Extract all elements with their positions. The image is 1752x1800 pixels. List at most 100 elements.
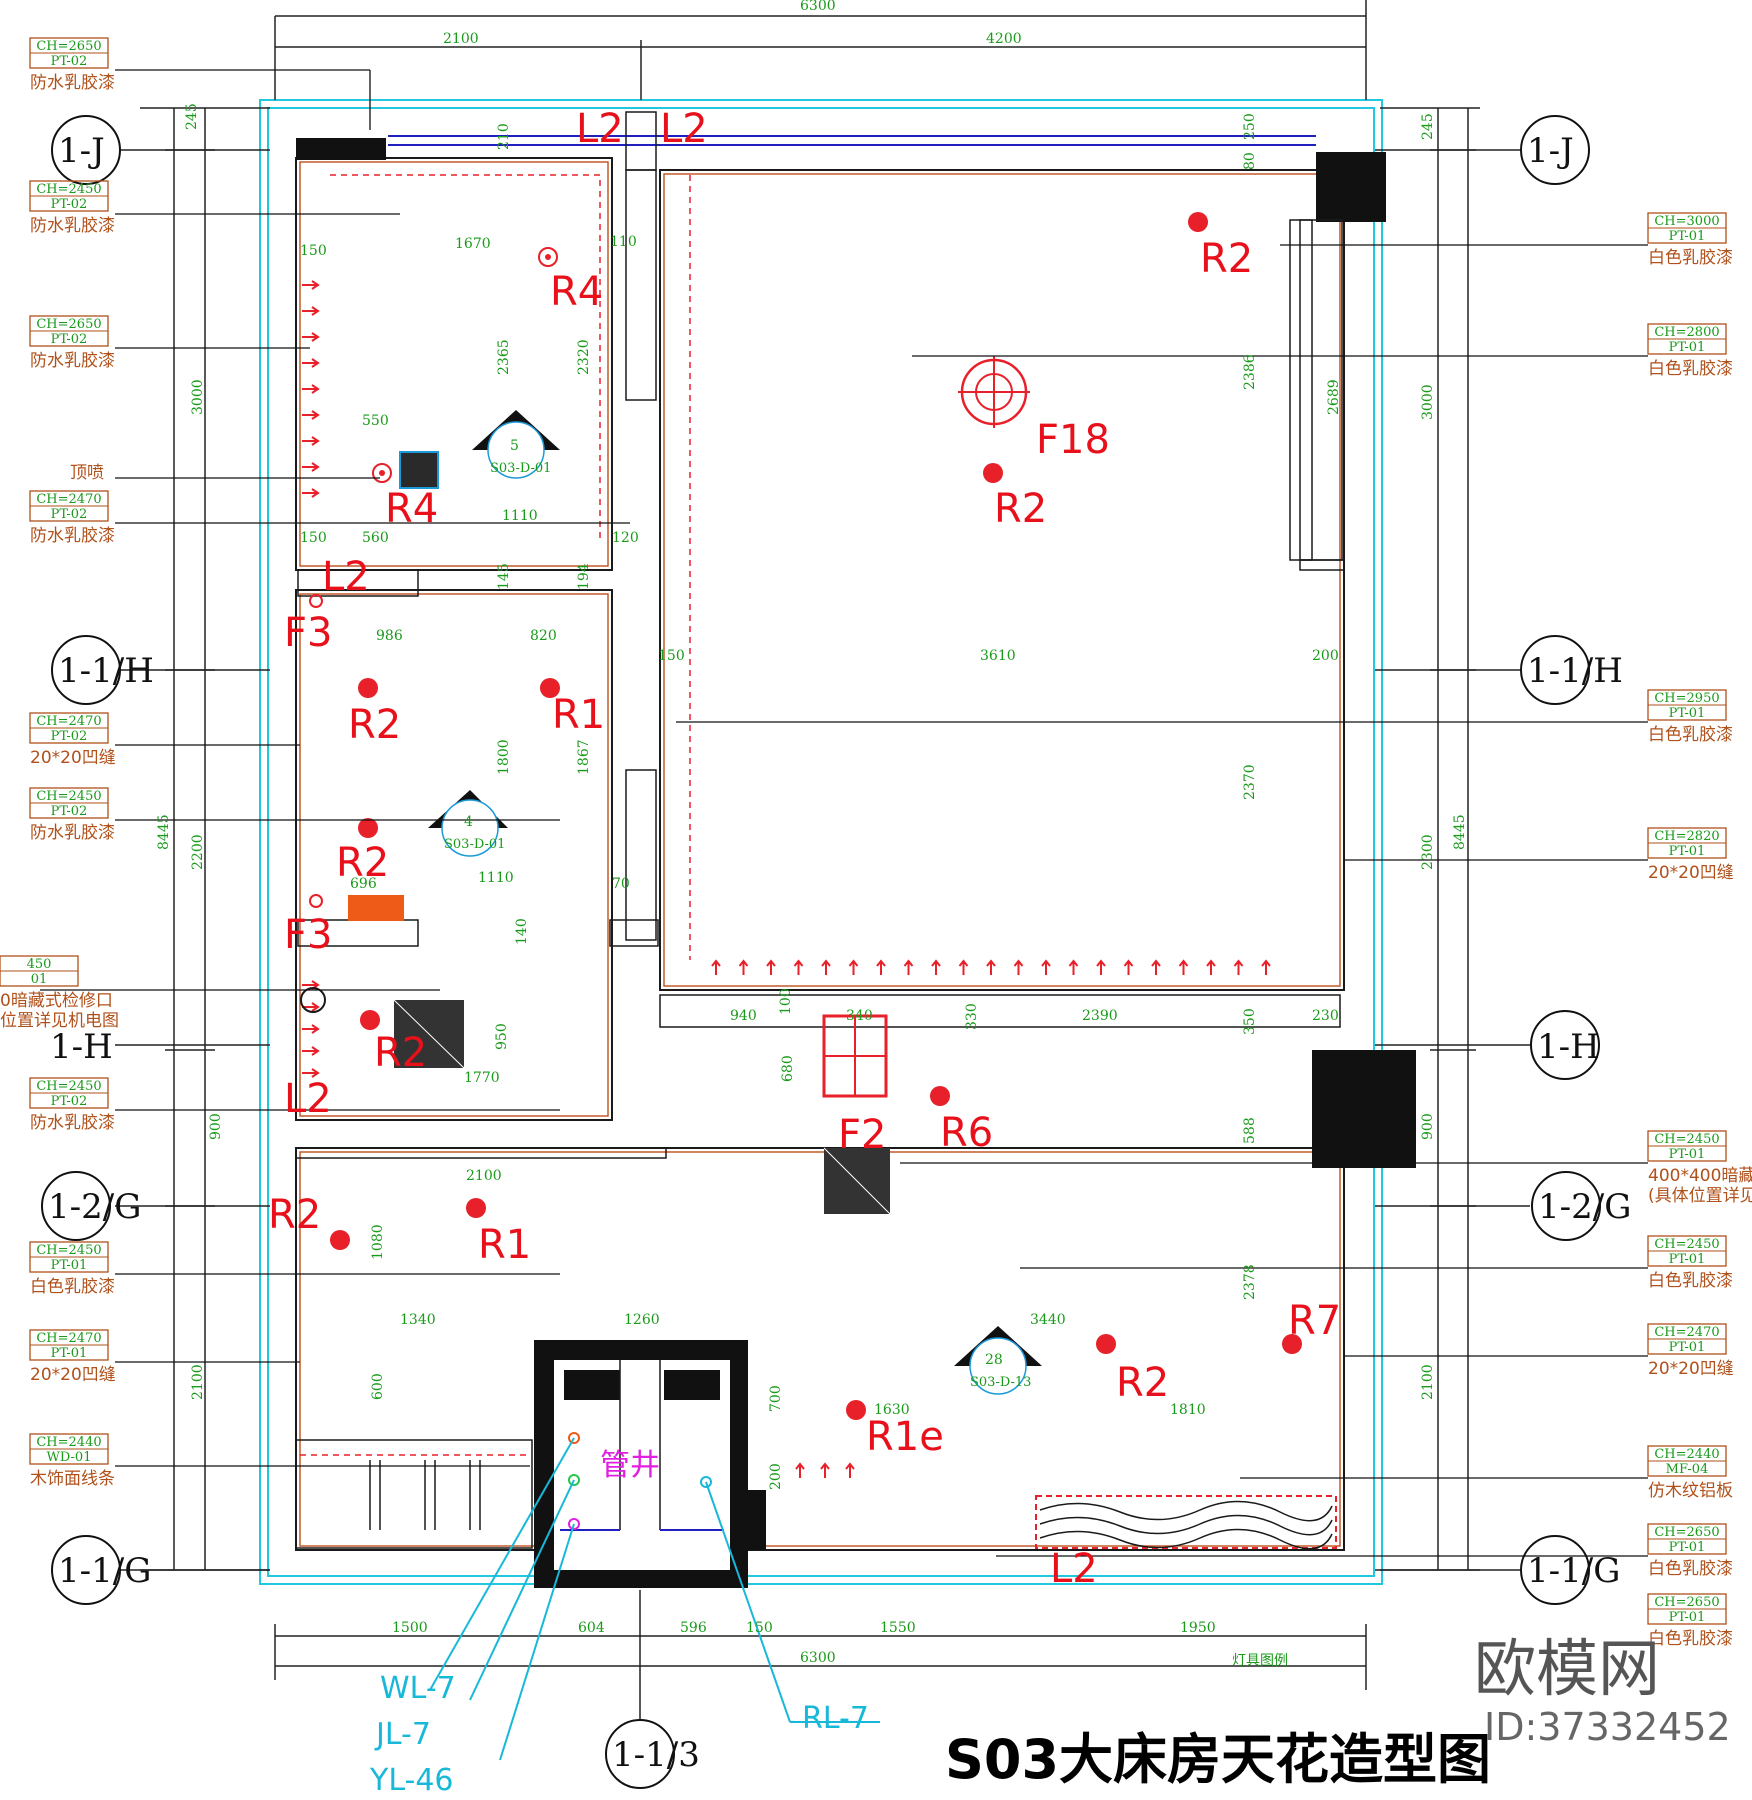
dashed-ceiling-edges bbox=[300, 174, 691, 1456]
diffuser-arrow bbox=[821, 959, 831, 975]
right-note-pt: MF-04 bbox=[1666, 1462, 1709, 1477]
axis-1-1-3-bottom: 1-1/3 bbox=[612, 1735, 700, 1775]
axis-1-1g-left: 1-1/G bbox=[58, 1551, 151, 1591]
dim-120: 120 bbox=[612, 530, 639, 546]
section-5-num: 5 bbox=[510, 438, 519, 454]
right-note-pt: PT-01 bbox=[1669, 844, 1706, 859]
diffuser-arrow bbox=[302, 332, 320, 342]
right-note-text: 20*20凹缝 bbox=[1648, 1359, 1734, 1379]
left-note-ch: CH=2470 bbox=[36, 1331, 101, 1346]
diffuser-arrow bbox=[848, 959, 859, 975]
axis-1-1h-right: 1-1/H bbox=[1527, 651, 1623, 691]
dim-bot-e: 1550 bbox=[880, 1620, 916, 1636]
right-note-text: 20*20凹缝 bbox=[1648, 863, 1734, 883]
left-note-text: 白色乳胶漆 bbox=[30, 1277, 115, 1297]
right-note-pt: PT-01 bbox=[1669, 229, 1706, 244]
right-note-text: 白色乳胶漆 bbox=[1648, 1629, 1733, 1649]
left-note-text: 防水乳胶漆 bbox=[30, 526, 115, 546]
dim-696: 696 bbox=[350, 876, 377, 892]
watermark-id: ID:37332452 bbox=[1484, 1705, 1731, 1749]
left-note-pt: PT-02 bbox=[51, 332, 88, 347]
section-28-ref: S03-D-13 bbox=[970, 1375, 1031, 1390]
dim-bot-c: 596 bbox=[680, 1620, 707, 1636]
dim-left-c: 8445 bbox=[156, 814, 172, 850]
right-note-text2: (具体位置详见机电 bbox=[1648, 1186, 1752, 1206]
diffuser-arrow bbox=[302, 410, 320, 420]
label-r7: R7 bbox=[1288, 1298, 1341, 1344]
diffuser-arrow bbox=[302, 306, 320, 316]
pipe-shaft-label: 管井 bbox=[600, 1448, 660, 1483]
diffuser-arrow bbox=[958, 959, 969, 975]
right-note-text: 白色乳胶漆 bbox=[1648, 359, 1733, 379]
right-note-ch: CH=2950 bbox=[1654, 691, 1719, 706]
note-leaders bbox=[40, 69, 1648, 1557]
dim-70: 70 bbox=[612, 876, 630, 892]
left-note-ch: CH=2450 bbox=[36, 1243, 101, 1258]
dim-2100b: 2100 bbox=[466, 1168, 502, 1184]
dim-2365: 2365 bbox=[496, 339, 512, 375]
dim-340: 340 bbox=[846, 1008, 873, 1024]
dim-right-c: 8445 bbox=[1452, 814, 1468, 850]
left-note-pt: PT-01 bbox=[51, 1258, 88, 1273]
dim-140: 140 bbox=[514, 918, 530, 945]
label-l2-right: L2 bbox=[660, 106, 708, 152]
left-note-pt: PT-01 bbox=[51, 1346, 88, 1361]
dim-330: 330 bbox=[964, 1003, 980, 1030]
axis-1-h-left: 1-H bbox=[50, 1027, 113, 1067]
label-f3-bottom: F3 bbox=[284, 912, 332, 958]
section-5-ref: S03-D-01 bbox=[490, 461, 551, 476]
label-f18: F18 bbox=[1036, 417, 1110, 463]
wall-finish-lines bbox=[299, 161, 1341, 1547]
dim-1260: 1260 bbox=[624, 1312, 660, 1328]
diffuser-arrow bbox=[876, 959, 886, 975]
dim-1110a: 1110 bbox=[502, 508, 538, 524]
dim-1110b: 1110 bbox=[478, 870, 514, 886]
label-r1-a: R1 bbox=[552, 692, 605, 738]
diffuser-arrow bbox=[1151, 959, 1161, 975]
dim-1670: 1670 bbox=[455, 236, 491, 252]
axis-leaders bbox=[115, 149, 1530, 1720]
axis-labels: 1-J 1-J 1-1/H 1-1/H 1-H 1-H 1-2/G 1-2/G … bbox=[48, 131, 1631, 1775]
label-r1-b: R1 bbox=[478, 1222, 531, 1268]
label-r2-a: R2 bbox=[348, 702, 401, 748]
right-note-pt: PT-01 bbox=[1669, 1340, 1706, 1355]
right-note-ch: CH=2650 bbox=[1654, 1595, 1719, 1610]
diffuser-arrow bbox=[1178, 959, 1189, 975]
top-gutter bbox=[388, 135, 1316, 146]
axis-1-1g-right: 1-1/G bbox=[1527, 1551, 1620, 1591]
left-note-ch: CH=2650 bbox=[36, 317, 101, 332]
dim-1800: 1800 bbox=[496, 739, 512, 775]
left-note-text: 防水乳胶漆 bbox=[30, 73, 115, 93]
dim-950: 950 bbox=[494, 1023, 510, 1050]
right-note-ch: CH=2470 bbox=[1654, 1325, 1719, 1340]
left-note-pt: 01 bbox=[31, 972, 48, 987]
label-r2-mid: R2 bbox=[994, 486, 1047, 532]
dim-1810: 1810 bbox=[1170, 1402, 1206, 1418]
dim-145: 145 bbox=[496, 563, 512, 590]
axis-1-1h-left: 1-1/H bbox=[58, 651, 154, 691]
dim-250: 250 bbox=[1242, 113, 1258, 140]
dim-left-e: 900 bbox=[208, 1113, 224, 1140]
left-note-ch: CH=2450 bbox=[36, 789, 101, 804]
axis-1-2g-right: 1-2/G bbox=[1538, 1187, 1631, 1227]
dim-2390: 2390 bbox=[1082, 1008, 1118, 1024]
pipe-markers bbox=[429, 1432, 880, 1761]
dim-1867: 1867 bbox=[576, 739, 592, 775]
left-note-text: 防水乳胶漆 bbox=[30, 1113, 115, 1133]
dim-80: 80 bbox=[1242, 152, 1258, 170]
dim-550: 550 bbox=[362, 413, 389, 429]
dim-left-b: 3000 bbox=[190, 379, 206, 415]
axis-1-j-right: 1-J bbox=[1527, 131, 1574, 171]
left-note-text: 20*20凹缝 bbox=[30, 1365, 116, 1385]
dim-left-d: 2200 bbox=[190, 834, 206, 870]
left-note-text: 防水乳胶漆 bbox=[30, 351, 115, 371]
label-l2-bottom-right: L2 bbox=[1050, 1546, 1098, 1592]
left-note-ch: CH=2450 bbox=[36, 182, 101, 197]
left-note-pt: PT-02 bbox=[51, 197, 88, 212]
label-l2-left: L2 bbox=[576, 106, 624, 152]
right-note-pt: PT-01 bbox=[1669, 1610, 1706, 1625]
outer-boundary bbox=[259, 99, 1383, 1585]
right-notes: CH=3000PT-01白色乳胶漆CH=2800PT-01白色乳胶漆CH=295… bbox=[1647, 212, 1752, 1649]
section-marker-text: 5 S03-D-01 4 S03-D-01 28 S03-D-13 bbox=[444, 438, 1031, 1390]
